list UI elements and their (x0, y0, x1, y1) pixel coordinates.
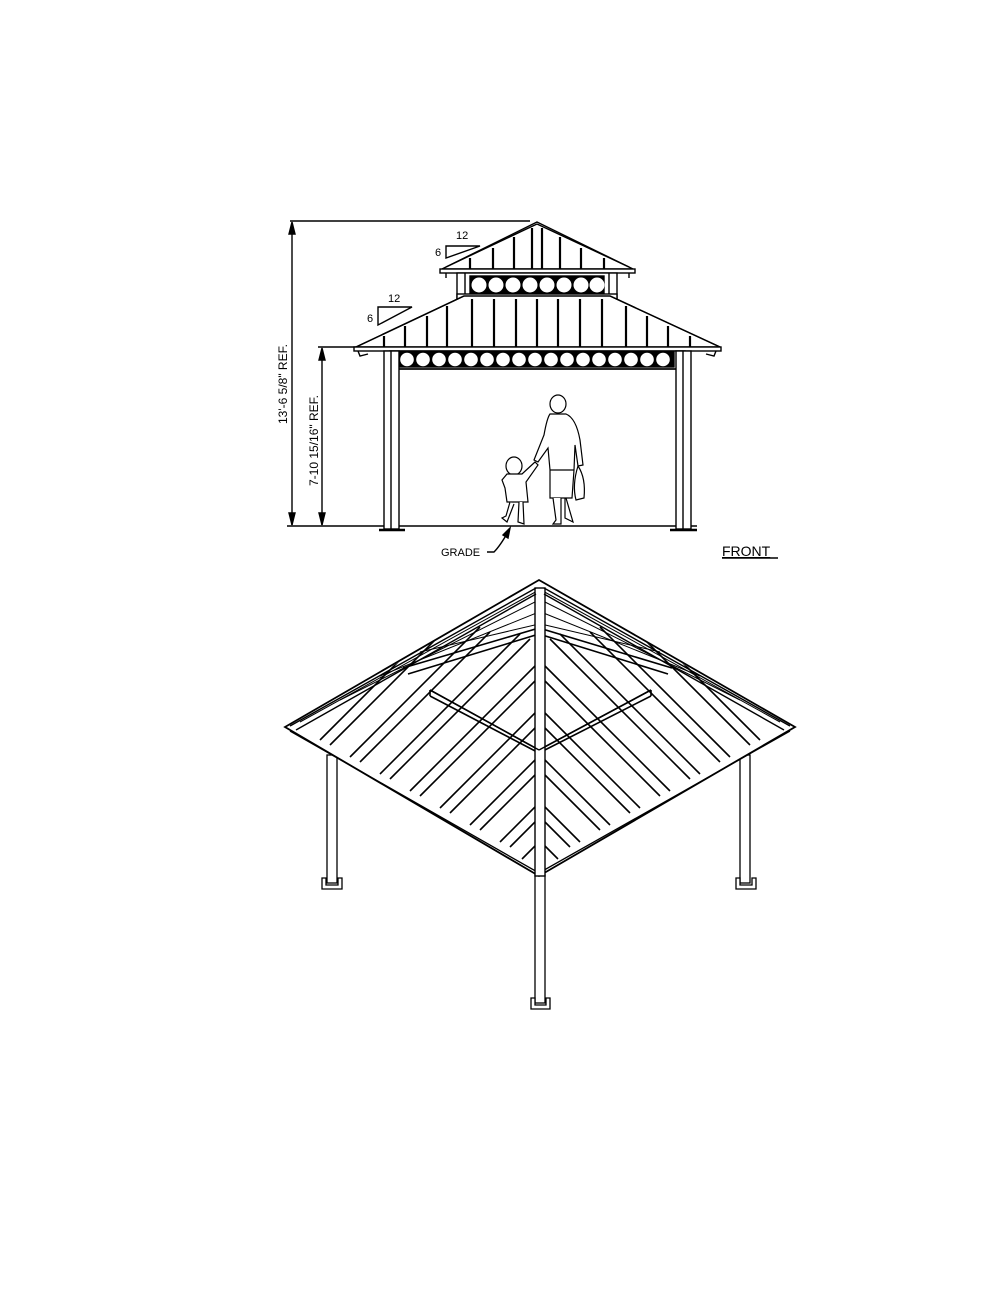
view-label-front: FRONT (722, 543, 771, 559)
front-elevation: 13'-6 5/8" REF. 7-10 15/16" REF. GRADE 1… (276, 220, 778, 559)
perspective-view (283, 578, 797, 1010)
svg-text:12: 12 (456, 230, 468, 242)
hip-ridges (289, 587, 791, 877)
svg-text:12: 12 (388, 293, 400, 305)
post-front (530, 874, 551, 1010)
eave-height-dimension: 7-10 15/16" REF. (307, 346, 360, 526)
grade-label: GRADE (441, 547, 480, 559)
lower-roof (353, 295, 722, 357)
post-left (321, 754, 343, 890)
right-post (670, 350, 697, 532)
roof-panels-left (299, 589, 539, 860)
upper-frieze (456, 272, 618, 300)
adult-figure (533, 394, 585, 525)
eave-height-label: 7-10 15/16" REF. (307, 395, 321, 486)
left-post (379, 350, 405, 532)
upper-pitch-symbol: 12 6 (435, 230, 481, 259)
svg-text:6: 6 (367, 313, 373, 325)
lower-frieze (389, 350, 686, 370)
overall-height-dimension: 13'-6 5/8" REF. (276, 220, 530, 526)
upper-roof (439, 221, 636, 278)
child-figure (500, 456, 539, 525)
svg-text:6: 6 (435, 247, 441, 259)
overall-height-label: 13'-6 5/8" REF. (276, 344, 290, 424)
lower-pitch-symbol: 12 6 (367, 293, 413, 327)
post-right (735, 754, 757, 890)
